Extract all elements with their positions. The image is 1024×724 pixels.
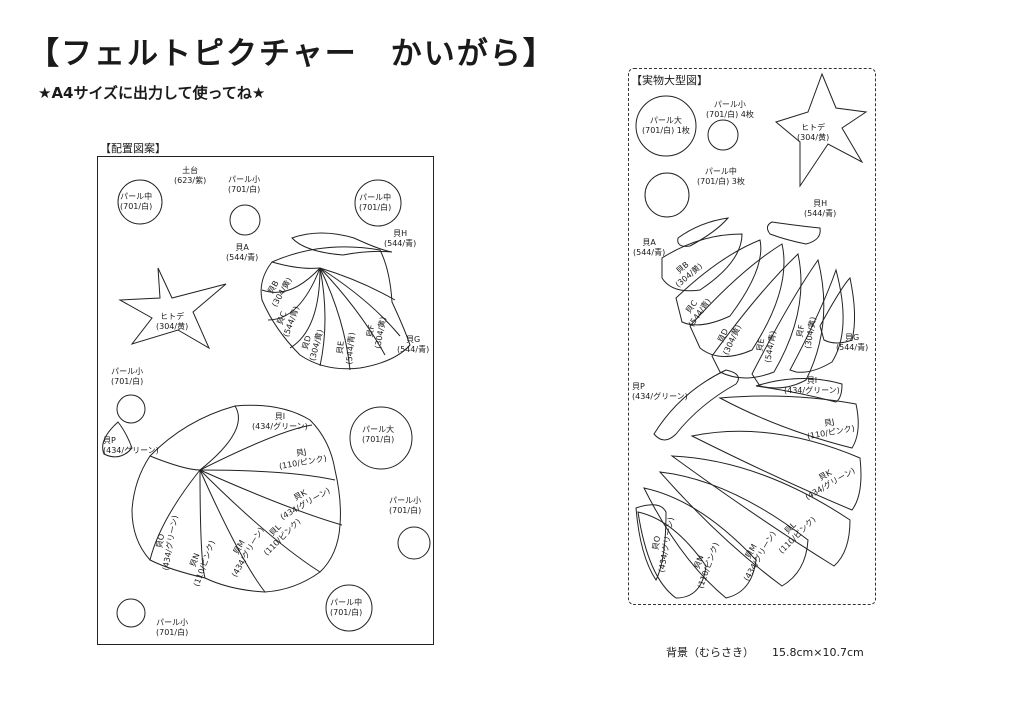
layout-frame <box>97 156 434 645</box>
pattern-shell-pieces-lower <box>635 395 862 599</box>
pattern-shell-h <box>766 221 821 245</box>
layout-shell-h-label: 貝H(544/青) <box>384 229 417 248</box>
layout-pearl-small-4-label: パール小(701/白) <box>156 618 189 637</box>
layout-pearl-mid-1-label: パール中(701/白) <box>120 192 153 211</box>
background-size: 15.8cm×10.7cm <box>772 646 864 659</box>
pattern-pearl-large <box>635 95 697 157</box>
layout-pearl-mid-2-label: パール中(701/白) <box>359 193 392 212</box>
layout-pearl-small-2 <box>116 394 146 424</box>
layout-pearl-mid-3-label: パール中(701/白) <box>330 598 363 617</box>
pattern-panel-label: 【実物大型図】 <box>631 74 708 87</box>
layout-pearl-large-label: パール大(701/白) <box>362 425 395 444</box>
layout-base-label: 土台(623/紫) <box>174 166 207 185</box>
page-title: 【フェルトピクチャー かいがら】 <box>28 36 556 72</box>
layout-pearl-mid-2 <box>354 179 402 227</box>
layout-shell-i-label: 貝I(434/グリーン) <box>252 412 308 431</box>
page-subtitle: ★A4サイズに出力して使ってね★ <box>38 84 266 102</box>
background-label: 背景（むらさき） <box>666 646 754 659</box>
layout-pearl-small-3 <box>397 526 431 560</box>
layout-pearl-small-2-label: パール小(701/白) <box>111 367 144 386</box>
pattern-pearl-large-label: パール大(701/白) 1枚 <box>642 116 690 135</box>
layout-shell-a-label: 貝A(544/青) <box>226 243 259 262</box>
pattern-shell-pieces-upper <box>661 233 856 389</box>
layout-shell-e-label: 貝E(544/青) <box>335 331 357 365</box>
layout-pearl-mid-3 <box>325 584 373 632</box>
layout-pearl-large <box>349 406 413 470</box>
layout-lower-shell <box>102 404 343 593</box>
pattern-pearl-mid-label: パール中(701/白) 3枚 <box>697 167 745 186</box>
pattern-shell-a <box>677 217 730 247</box>
pattern-shell-p-label: 貝P(434/グリーン) <box>632 382 688 401</box>
pattern-starfish <box>774 72 868 188</box>
background-spec: 背景（むらさき） 15.8cm×10.7cm <box>666 644 864 660</box>
pattern-pearl-small <box>707 119 739 151</box>
pattern-shell-a-label: 貝A(544/青) <box>633 238 666 257</box>
pattern-shell-g-label: 貝G(544/青) <box>836 333 869 352</box>
layout-pearl-small-4 <box>116 598 146 628</box>
layout-pearl-small-1 <box>229 204 261 236</box>
layout-shell-g-label: 貝G(544/青) <box>397 335 430 354</box>
layout-starfish-label: ヒトデ(304/黄) <box>156 312 189 331</box>
layout-upper-shell <box>260 232 411 371</box>
layout-shell-p-label: 貝P(434/グリーン) <box>103 436 159 455</box>
pattern-frame <box>628 68 876 605</box>
layout-pearl-small-1-label: パール小(701/白) <box>228 175 261 194</box>
pattern-shell-p <box>653 369 739 441</box>
pattern-shell-i <box>755 378 843 403</box>
layout-panel-label: 【配置図案】 <box>100 142 166 155</box>
pattern-pearl-small-label: パール小(701/白) 4枚 <box>706 100 754 119</box>
pattern-pearl-mid <box>644 172 690 218</box>
pattern-shell-i-label: 貝I(434/グリーン) <box>784 376 840 395</box>
layout-starfish <box>118 267 227 350</box>
layout-pearl-mid-1 <box>117 179 163 225</box>
pattern-shell-h-label: 貝H(544/青) <box>804 199 837 218</box>
pattern-starfish-label: ヒトデ(304/黄) <box>797 123 830 142</box>
layout-pearl-small-3-label: パール小(701/白) <box>389 496 422 515</box>
